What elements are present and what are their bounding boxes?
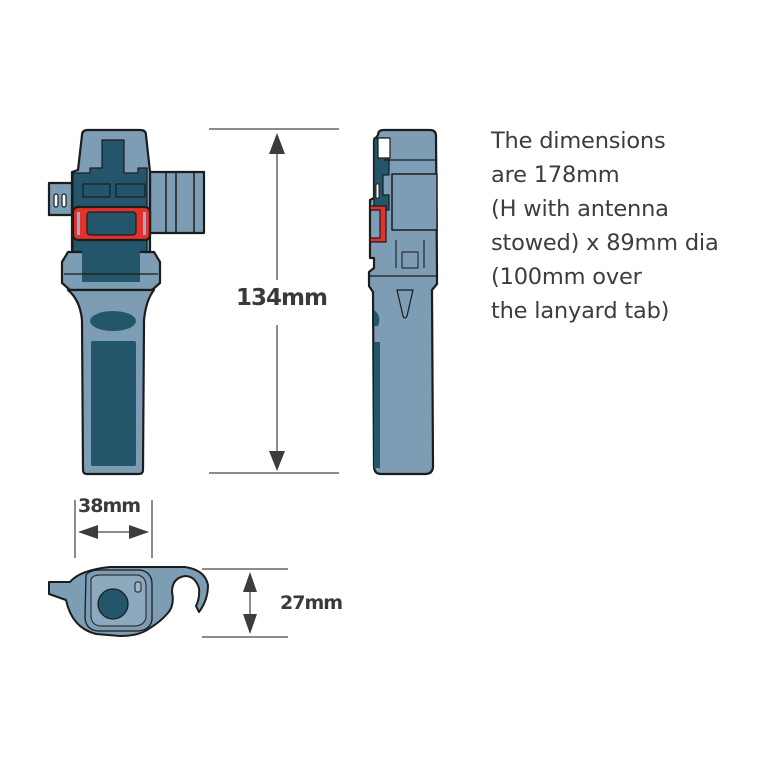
description-line: (H with antenna: [491, 196, 669, 222]
side-view: [367, 128, 439, 476]
red-clip-side: [369, 205, 387, 243]
description-line: The dimensions: [491, 128, 666, 154]
description-line: stowed) x 89mm dia: [491, 230, 719, 256]
depth-dimension: [202, 568, 288, 638]
lanyard-tab: [47, 181, 75, 217]
depth-label: 27mm: [280, 592, 343, 614]
top-view: [48, 566, 209, 637]
width-label: 38mm: [78, 495, 141, 517]
height-dimension: [209, 128, 339, 474]
description-line: are 178mm: [491, 162, 620, 188]
description-line: the lanyard tab): [491, 298, 670, 324]
description-line: (100mm over: [491, 264, 642, 290]
side-handle: [148, 170, 206, 235]
width-dimension: [74, 500, 153, 558]
dimensions-description: The dimensions are 178mm (H with antenna…: [491, 124, 751, 328]
height-label: 134mm: [236, 285, 328, 311]
front-view: [47, 128, 206, 476]
